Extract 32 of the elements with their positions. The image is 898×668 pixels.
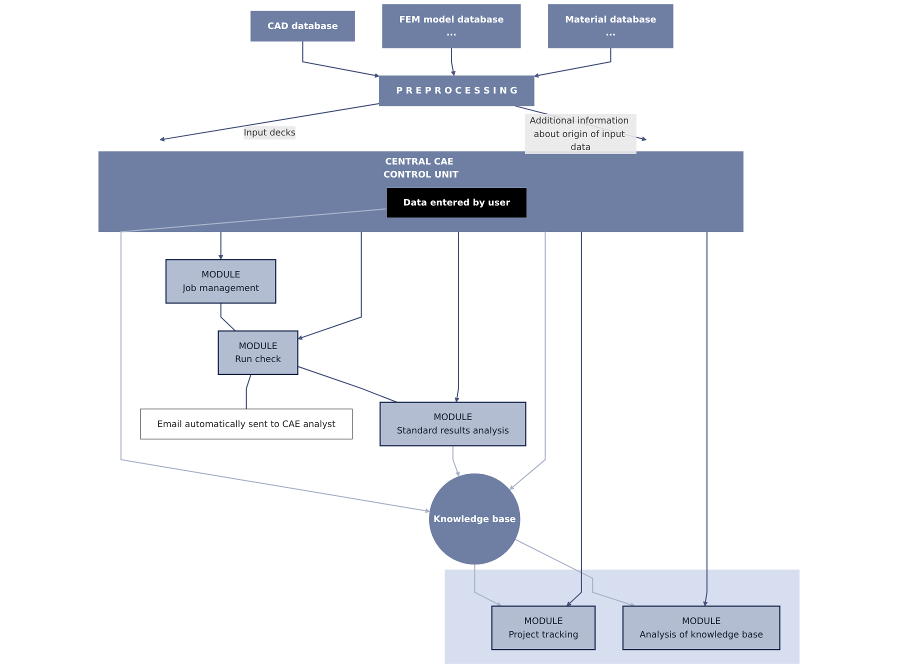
cluster — [444, 570, 800, 664]
arrow — [703, 232, 708, 606]
edge-label: Additional information about origin of input data — [530, 115, 629, 152]
node-box: MODULE Project tracking — [491, 606, 596, 650]
arrow — [218, 232, 224, 260]
arrow — [534, 48, 612, 78]
arrow — [454, 232, 460, 403]
node-circle: Knowledge base — [429, 473, 520, 565]
node-box: MODULE Analysis of knowledge base — [622, 606, 780, 650]
node-box: CAD database — [250, 10, 355, 42]
node-box: FEM model database ... — [382, 4, 521, 48]
arrow — [566, 232, 582, 606]
node-box: MODULE Job management — [165, 259, 276, 304]
node-box: Material database ... — [548, 4, 674, 48]
edge-label: Input decks — [244, 127, 296, 138]
arrow — [298, 232, 362, 340]
arrow — [450, 48, 456, 76]
node-box: P R E P R O C E S S I N G — [379, 76, 534, 106]
arrow — [514, 538, 636, 608]
connector — [220, 303, 236, 332]
node-box: MODULE Standard results analysis — [380, 402, 526, 446]
node-box: MODULE Run check — [218, 330, 298, 375]
arrow — [509, 232, 546, 490]
arrow — [474, 564, 502, 606]
node-box: Data entered by user — [386, 188, 528, 218]
connector — [298, 366, 398, 403]
arrow — [452, 446, 460, 477]
connector — [246, 374, 252, 409]
node-box: Email automatically sent to CAE analyst — [140, 408, 353, 440]
arrow — [120, 208, 430, 514]
arrow — [302, 41, 380, 78]
arrow — [160, 103, 380, 142]
